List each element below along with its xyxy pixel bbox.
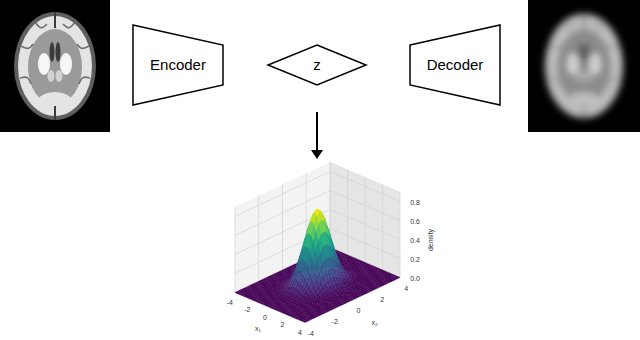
grid-line [252, 255, 347, 300]
axis-tick-label: 0.4 [410, 236, 420, 243]
arrow-head [311, 150, 323, 159]
sulcus [608, 77, 619, 84]
axis-tick-label: 0 [263, 313, 267, 320]
grid-line [306, 259, 376, 289]
brain-cortex [547, 16, 621, 116]
brain-outline [543, 12, 625, 120]
sulcus [77, 44, 89, 48]
axis-tick-label: -4 [308, 329, 314, 336]
axis-title: density [427, 228, 434, 250]
grid-line [382, 185, 383, 271]
thalamus [577, 70, 584, 82]
grid-line [330, 172, 400, 202]
axis-tick-label: x₁ [255, 324, 261, 331]
grid-line [330, 229, 400, 259]
surface-cell [303, 320, 308, 322]
grid-line [330, 248, 400, 278]
fissure [583, 106, 585, 120]
ventricle [50, 42, 55, 62]
axis-tick-label: x₂ [371, 319, 377, 326]
axis-tick-label: 2 [380, 295, 384, 302]
surface-plot [235, 162, 400, 323]
axis-tick-label: 0.6 [410, 217, 420, 224]
sulcus [606, 44, 618, 48]
thalamus [585, 70, 592, 82]
grid-line [347, 170, 348, 256]
grid-line [365, 177, 366, 263]
ventricle [579, 42, 584, 62]
sulcus [35, 22, 47, 28]
ventricle [56, 42, 61, 62]
grid-line [235, 293, 305, 323]
grid-line [283, 270, 353, 300]
grid-line [400, 192, 401, 278]
node-label: z [313, 56, 321, 74]
axis-tick-label: 0 [357, 307, 361, 314]
grid-line [235, 210, 330, 255]
axis-tick-label: -2 [332, 318, 338, 325]
thalamus [56, 70, 63, 82]
grid-line [287, 270, 382, 315]
wall-pane [330, 162, 400, 278]
striatum [567, 53, 579, 75]
grid-line [234, 207, 235, 293]
node-outline [268, 45, 366, 85]
thalamus [48, 70, 55, 82]
node-outline [133, 25, 223, 105]
latent-diamond: z [268, 45, 366, 85]
arrow-shaft [316, 112, 318, 150]
input-brain-image [0, 0, 110, 132]
grid-line [305, 278, 400, 323]
axis-tick-label: -4 [227, 298, 233, 305]
wall-pane [235, 162, 330, 293]
fissure [583, 12, 585, 28]
axis-tick-label: 4 [298, 328, 302, 335]
fissure [54, 12, 56, 28]
striatum [589, 53, 601, 75]
grid-line [258, 196, 259, 282]
sulcus [592, 22, 604, 28]
sulcus [20, 77, 31, 84]
striatum [38, 53, 50, 75]
grid-line [235, 248, 330, 293]
sulcus [79, 77, 90, 84]
brain-outline [14, 12, 96, 120]
axis-tick-label: 4 [404, 284, 408, 291]
grid-line [330, 210, 400, 240]
sulcus [63, 22, 75, 28]
decoder-trapezoid: Decoder [410, 25, 500, 105]
reconstructed-brain-image [528, 0, 640, 132]
striatum [60, 53, 72, 75]
grid-line [330, 191, 400, 221]
image-background [528, 0, 640, 132]
node-outline [410, 25, 500, 105]
sulcus [564, 22, 576, 28]
axis-tick-label: 0.2 [410, 255, 420, 262]
sulcus [21, 44, 33, 48]
axis-tick-label: 0.0 [410, 274, 420, 281]
grid-line [282, 185, 283, 271]
axis-tick-label: -2 [244, 306, 250, 313]
axis-tick-label: 0.8 [410, 198, 420, 205]
axis-tick-label: 2 [280, 321, 284, 328]
node-label: Decoder [427, 56, 484, 74]
grid-line [235, 191, 330, 236]
image-background [0, 0, 110, 132]
sulcus [550, 44, 562, 48]
sulcus [549, 77, 560, 84]
node-label: Encoder [150, 56, 206, 74]
grid-line [330, 248, 400, 278]
ventricle [585, 42, 590, 62]
brain-cortex [18, 16, 92, 116]
grid-line [235, 172, 330, 217]
fissure [54, 106, 56, 120]
encoder-trapezoid: Encoder [133, 25, 223, 105]
